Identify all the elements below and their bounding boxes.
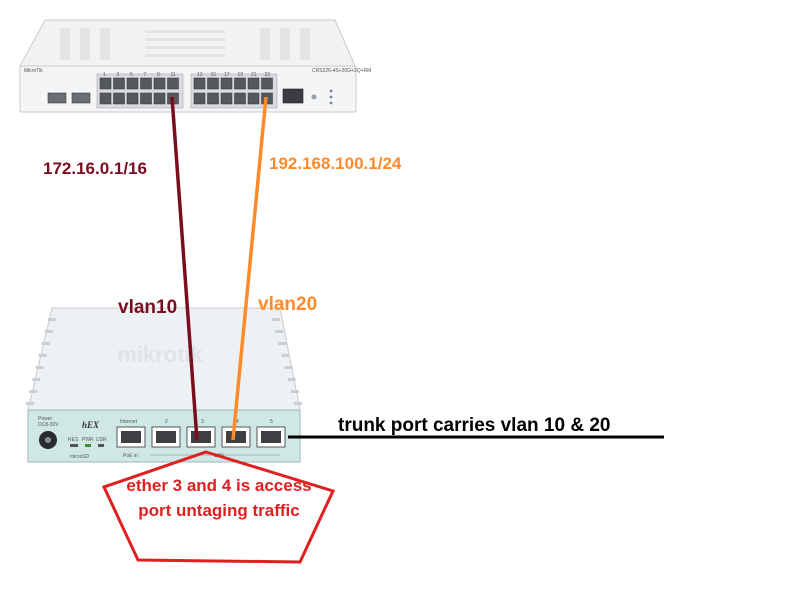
switch-port — [113, 92, 125, 105]
switch-port — [99, 77, 112, 90]
switch-port — [207, 92, 219, 105]
trunk-port-label: trunk port carries vlan 10 & 20 — [338, 415, 610, 436]
switch-port — [99, 92, 112, 105]
switch-port-number: 23 — [265, 72, 271, 78]
switch-port — [234, 92, 246, 105]
switch-port-number: 5 — [130, 72, 133, 78]
switch-brand: MikroTik — [24, 68, 43, 74]
switch-model: CRS326-4S+20G+2Q+RM — [312, 68, 371, 74]
switch-port-number: 1 — [103, 72, 106, 78]
mgmt-port — [282, 88, 304, 104]
port-label-3: 3 — [201, 419, 204, 425]
switch-led — [329, 95, 333, 99]
vlan20-ip-label: 192.168.100.1/24 — [269, 154, 402, 173]
switch-led — [329, 89, 333, 93]
switch-port-number: 11 — [171, 72, 176, 78]
switch-port-number: 19 — [238, 72, 244, 78]
usr-led — [98, 444, 104, 447]
switch-port — [247, 92, 260, 105]
vlan10-label: vlan10 — [118, 297, 177, 318]
led-label-pwr: PWR — [82, 437, 94, 443]
sfp-port-1 — [47, 92, 67, 104]
switch-port — [261, 77, 273, 90]
port-label-internet: Internet — [120, 419, 138, 425]
reset-hole — [70, 444, 78, 447]
switch-port — [140, 92, 152, 105]
switch-port — [247, 77, 260, 90]
switch-port-number: 7 — [144, 72, 147, 78]
vlan10-cable — [170, 96, 199, 441]
microsd-label: microSD — [70, 454, 90, 460]
switch-port — [126, 92, 139, 105]
router-model: hEX — [82, 420, 100, 430]
switch-port-number: 9 — [157, 72, 160, 78]
switch-led — [329, 101, 333, 105]
port-label-5: 5 — [270, 419, 273, 425]
switch-port — [207, 77, 219, 90]
poe-in-label: PoE in — [123, 453, 138, 459]
pwr-led — [85, 444, 91, 447]
switch-port — [193, 77, 206, 90]
led-label-res: RES — [68, 437, 79, 443]
switch-port-number: 15 — [211, 72, 217, 78]
switch-port-number: 17 — [224, 72, 230, 78]
port-label-2: 2 — [165, 419, 168, 425]
switch-port — [126, 77, 139, 90]
switch-port — [140, 77, 152, 90]
switch-port — [167, 77, 179, 90]
access-port-label-line1: ether 3 and 4 is access — [126, 476, 311, 495]
switch-port — [220, 77, 233, 90]
port-label-4: 4 — [236, 419, 239, 425]
switch-port — [153, 92, 166, 105]
switch-port — [220, 92, 233, 105]
switch-port — [234, 77, 246, 90]
switch-port-number: 13 — [197, 72, 203, 78]
reset-button — [311, 94, 317, 100]
switch-port — [193, 92, 206, 105]
switch-port — [153, 77, 166, 90]
power-sub-label: DC8-30V — [38, 422, 59, 428]
router-ethernet-ports — [116, 426, 286, 448]
sfp-port-2 — [71, 92, 91, 104]
vlan20-cable — [231, 96, 268, 441]
switch-port-number: 3 — [117, 72, 120, 78]
hex-router: mikrotik Power DC8-30V hEX RES PWR USR m… — [26, 307, 302, 463]
vlan20-label: vlan20 — [258, 294, 317, 315]
led-label-usr: USR — [96, 437, 107, 443]
access-port-callout — [101, 450, 336, 564]
access-port-label-line2: port untaging traffic — [138, 501, 299, 520]
switch-port — [113, 77, 125, 90]
switch-port-number: 21 — [251, 72, 257, 78]
power-label: Power — [38, 416, 53, 422]
vlan10-ip-label: 172.16.0.1/16 — [43, 159, 147, 178]
